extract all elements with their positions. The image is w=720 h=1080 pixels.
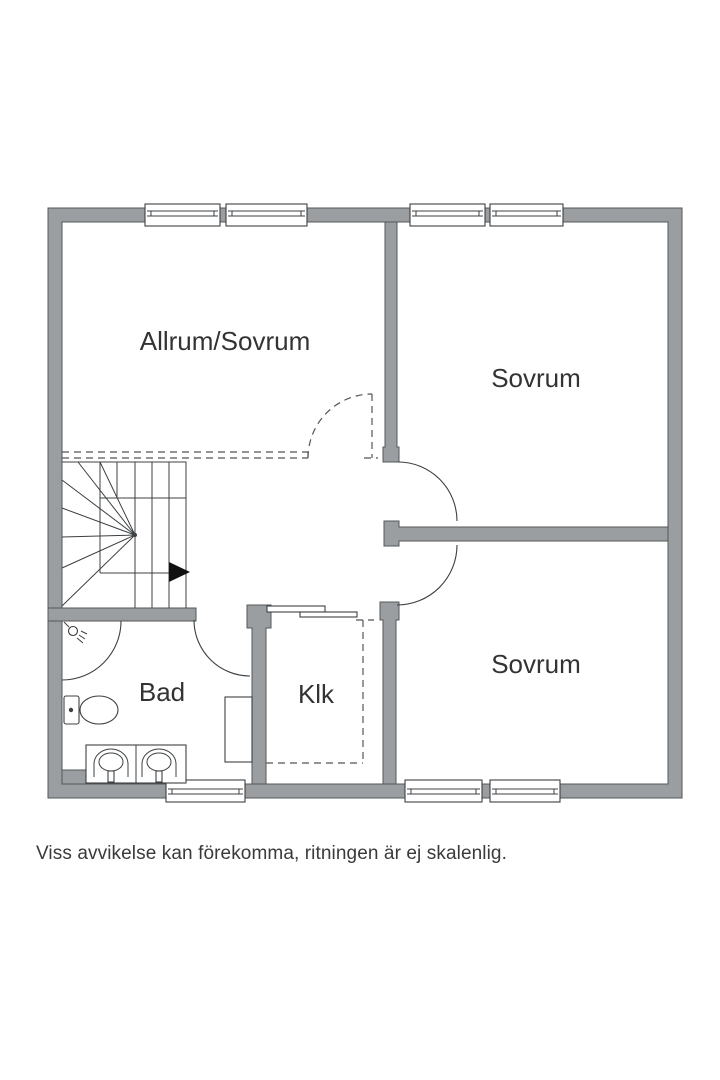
room-label-sovrum-top: Sovrum [491, 363, 581, 393]
window [489, 779, 561, 803]
window [404, 779, 483, 803]
sliding-door-panel [266, 605, 326, 613]
stairs-winder-fan [61, 461, 136, 607]
staircase [61, 461, 190, 608]
dashed-door-arc [307, 393, 373, 459]
door-arc-sovrum-bottom [396, 544, 458, 606]
outer-walls [47, 207, 683, 799]
stairs-fan-center [133, 533, 137, 537]
room-label-bad: Bad [139, 677, 185, 707]
cabinet-icon [224, 696, 253, 763]
bathroom-fixtures [61, 620, 253, 784]
stairs-outline [62, 461, 187, 608]
wall-stub-bathroom [61, 769, 87, 785]
door-arc-bad [193, 619, 251, 677]
interior-walls [47, 221, 669, 785]
double-sink-vanity-icon [85, 744, 187, 784]
room-label-allrum-sovrum: Allrum/Sovrum [140, 326, 310, 356]
ceiling-height-line-klk [266, 619, 374, 764]
door-arc-sovrum-top [397, 461, 458, 522]
wall-klk-sovrum [379, 601, 400, 785]
window [225, 203, 308, 227]
windows [144, 203, 564, 803]
dashed-door-leaf [364, 394, 378, 459]
window [409, 203, 486, 227]
wall-allrum-sovrum [382, 221, 400, 463]
window [489, 203, 564, 227]
plan-caption: Viss avvikelse kan förekomma, ritningen … [36, 843, 507, 864]
wall-stairs-bad [47, 607, 197, 622]
window [165, 779, 246, 803]
window [144, 203, 221, 227]
room-label-sovrum-bottom: Sovrum [491, 649, 581, 679]
shower-icon [61, 620, 122, 681]
dashed-lines [62, 393, 378, 764]
sliding-door-panel [299, 611, 358, 618]
sliding-doors-klk [266, 605, 358, 618]
room-label-klk: Klk [298, 679, 335, 709]
doors [193, 461, 458, 677]
exterior-wall [47, 207, 683, 799]
wall-bad-klk [246, 604, 272, 785]
toilet-icon [63, 695, 119, 725]
wall-sovrum-sovrum [383, 520, 669, 547]
stairs-direction-arrow-icon [169, 562, 190, 582]
ceiling-height-line-allrum [62, 451, 309, 459]
room-labels: Allrum/Sovrum Sovrum Sovrum Bad Klk [139, 326, 581, 709]
